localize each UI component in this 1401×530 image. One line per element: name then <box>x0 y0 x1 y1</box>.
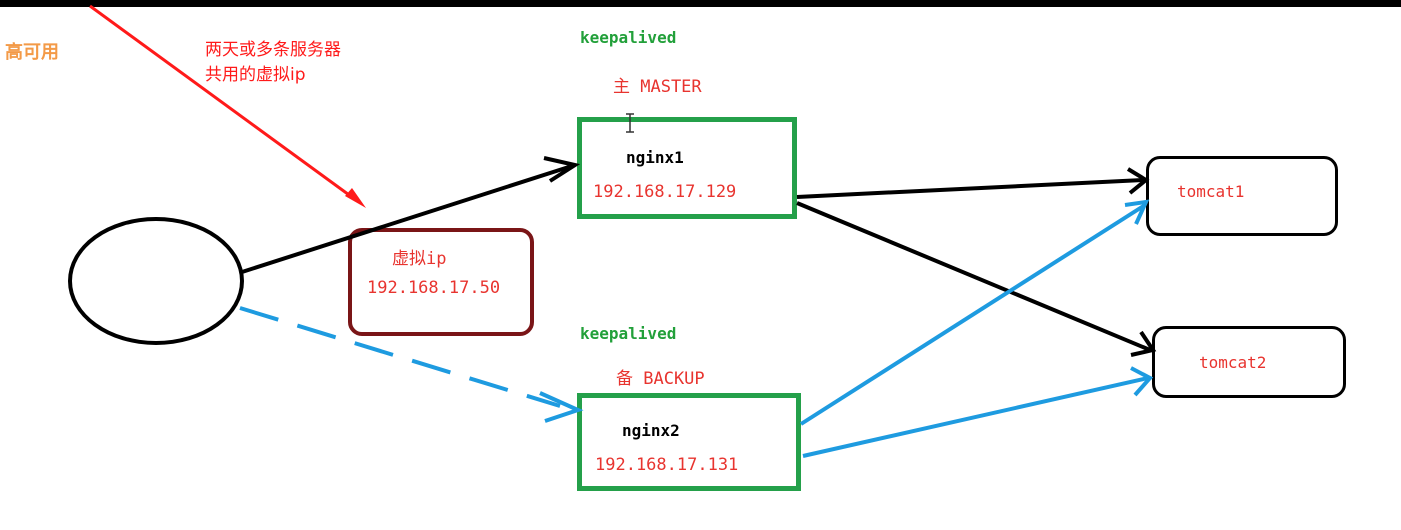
client-to-nginx2-line <box>239 306 561 408</box>
master-keepalived-label: keepalived <box>580 28 677 47</box>
client-node <box>68 217 244 345</box>
backup-role-label: 备 BACKUP <box>616 369 705 389</box>
nginx2-ip: 192.168.17.131 <box>595 455 739 475</box>
nginx2-to-tomcat1-line <box>799 203 1147 426</box>
nginx1-node: nginx1 192.168.17.129 <box>577 117 797 219</box>
tomcat2-name: tomcat2 <box>1199 353 1267 372</box>
virtual-ip-address: 192.168.17.50 <box>367 278 501 298</box>
annotation-line-2: 共用的虚拟ip <box>205 65 306 85</box>
tomcat2-node: tomcat2 <box>1152 326 1346 398</box>
nginx1-ip: 192.168.17.129 <box>593 182 737 202</box>
master-role-label: 主 MASTER <box>613 77 702 97</box>
tomcat1-node: tomcat1 <box>1146 156 1338 236</box>
nginx1-to-tomcat2-line <box>796 201 1151 352</box>
virtual-ip-label: 虚拟ip <box>392 249 447 269</box>
nginx1-to-tomcat1-line <box>796 178 1144 199</box>
client-to-nginx1-arrowhead <box>543 156 581 183</box>
nginx1-name: nginx1 <box>626 148 684 167</box>
annotation-arrow-head <box>345 188 366 208</box>
nginx2-to-tomcat2-line <box>802 376 1149 458</box>
top-bar <box>0 0 1401 7</box>
nginx2-name: nginx2 <box>622 421 680 440</box>
text-cursor-icon <box>626 113 634 133</box>
tomcat1-name: tomcat1 <box>1177 182 1245 201</box>
nginx2-to-tomcat2-arrowhead <box>1130 366 1154 397</box>
vip-annotation: 两天或多条服务器 共用的虚拟ip <box>205 38 341 88</box>
nginx1-to-tomcat2-arrowhead <box>1130 330 1157 357</box>
annotation-line-1: 两天或多条服务器 <box>205 40 341 60</box>
virtual-ip-box: 虚拟ip 192.168.17.50 <box>348 228 534 336</box>
page-title: 高可用 <box>5 42 59 63</box>
nginx2-to-tomcat1-arrowhead <box>1124 199 1150 225</box>
annotation-arrow <box>89 4 357 202</box>
backup-keepalived-label: keepalived <box>580 324 677 343</box>
client-to-nginx2-arrowhead <box>539 391 584 423</box>
nginx1-to-tomcat1-arrowhead <box>1126 167 1150 195</box>
nginx2-node: nginx2 192.168.17.131 <box>577 393 801 491</box>
client-to-nginx1-line <box>241 163 576 274</box>
